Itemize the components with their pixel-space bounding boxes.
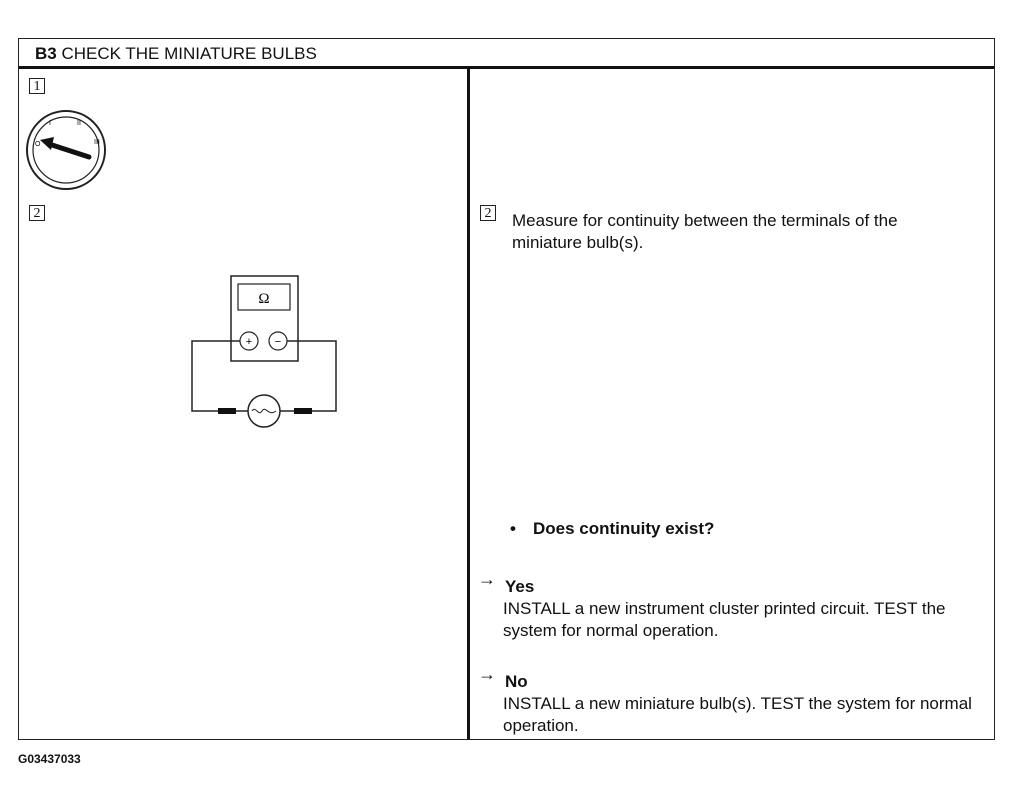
yes-arrow-icon: →: [478, 569, 496, 589]
switch-pos-3: III: [94, 139, 100, 146]
step-1-number: 1: [29, 78, 45, 94]
step-title: CHECK THE MINIATURE BULBS: [61, 44, 317, 63]
minus-sign: −: [275, 336, 281, 348]
step-2-number-left: 2: [29, 205, 45, 221]
switch-pos-1: I: [49, 120, 51, 127]
column-divider: [467, 69, 470, 739]
no-action-text: INSTALL a new miniature bulb(s). TEST th…: [503, 694, 972, 735]
ohm-symbol: Ω: [258, 291, 269, 307]
procedure-frame: B3 CHECK THE MINIATURE BULBS: [18, 38, 995, 740]
step-header: B3 CHECK THE MINIATURE BULBS: [19, 39, 994, 69]
figure-id: G03437033: [18, 752, 81, 766]
continuity-question: Does continuity exist?: [533, 519, 715, 538]
ignition-switch-icon: O I II III: [26, 110, 106, 190]
step-code: B3: [35, 44, 57, 63]
plus-sign: +: [246, 336, 252, 348]
bulb-icon: [247, 394, 281, 428]
ohmmeter-circuit-diagram: Ω + −: [191, 275, 337, 428]
yes-action-text: INSTALL a new instrument cluster printed…: [503, 599, 946, 640]
no-arrow-icon: →: [478, 664, 496, 684]
ohmmeter-display: [237, 283, 291, 311]
switch-pos-0: O: [35, 141, 41, 148]
question-bullet: •: [510, 519, 516, 538]
step-2-instruction: Measure for continuity between the termi…: [512, 211, 898, 252]
step-2-number-right: 2: [480, 205, 496, 221]
switch-pos-2: II: [77, 120, 81, 127]
no-label: No: [505, 672, 528, 691]
yes-label: Yes: [505, 577, 535, 596]
